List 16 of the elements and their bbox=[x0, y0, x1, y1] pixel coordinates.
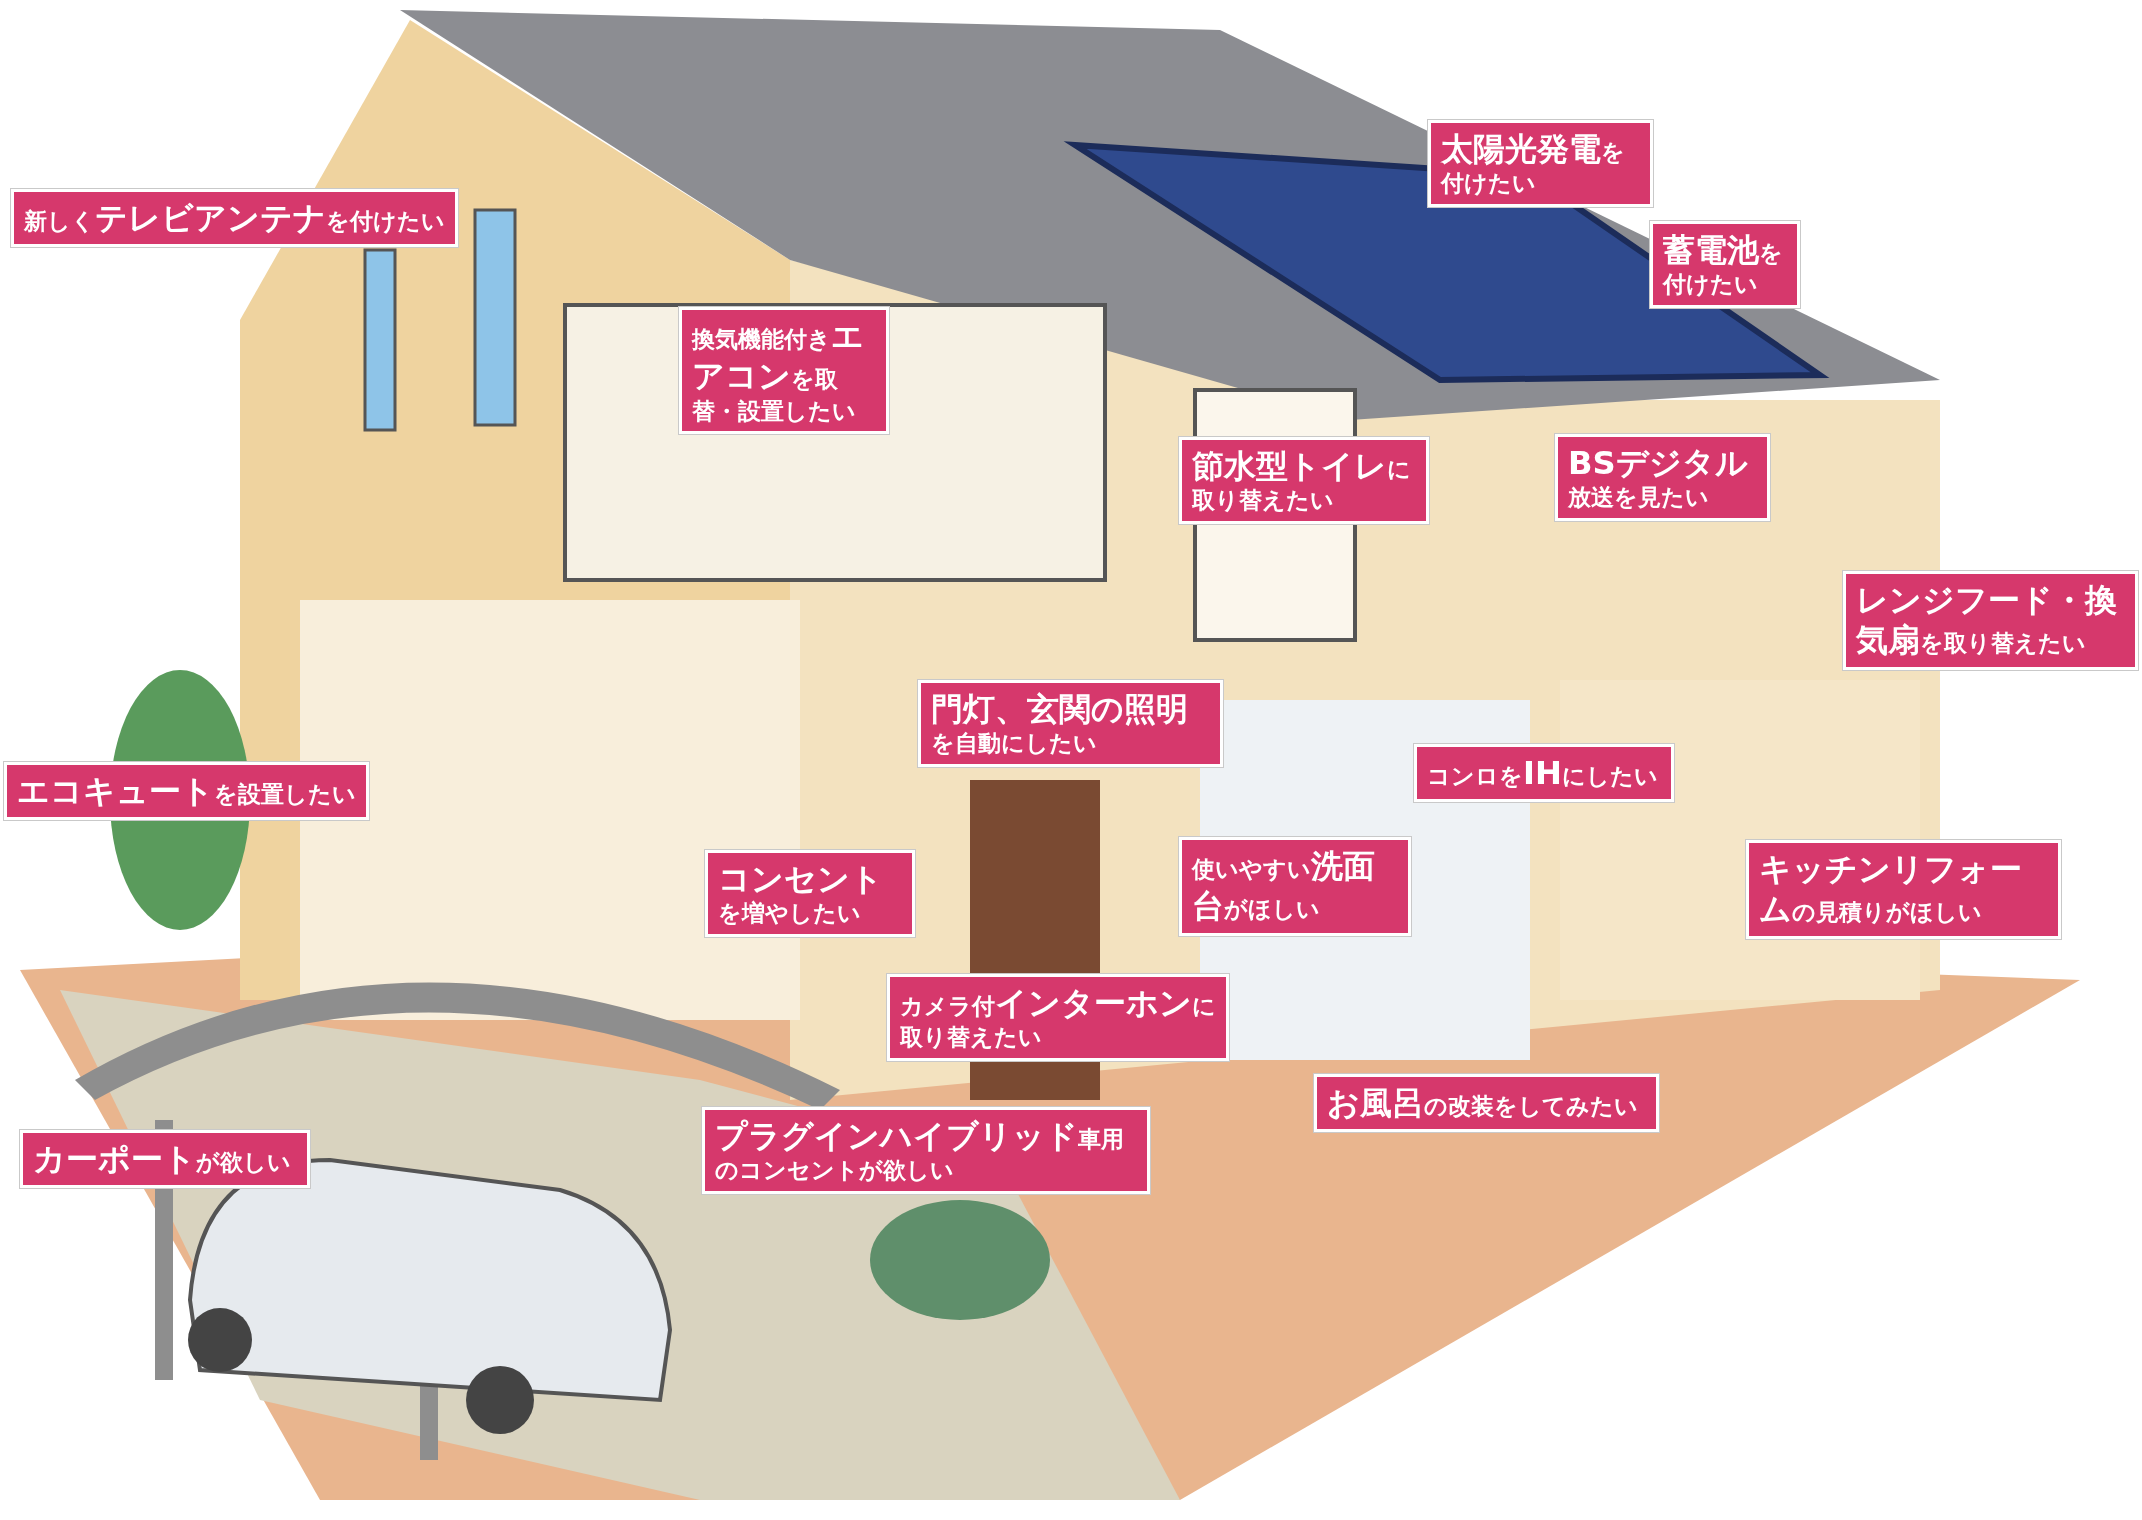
callout-label: 換気機能付きエアコンを取替・設置したい bbox=[679, 307, 889, 435]
callout-label: キッチンリフォームの見積りがほしい bbox=[1746, 840, 2061, 939]
callout-label: 節水型トイレに取り替えたい bbox=[1179, 437, 1429, 524]
callout-label: エコキュートを設置したい bbox=[4, 762, 369, 821]
callout-label: プラグインハイブリッド車用のコンセントが欲しい bbox=[702, 1107, 1150, 1194]
callout-label: 蓄電池を付けたい bbox=[1650, 221, 1800, 308]
callout-label: 使いやすい洗面台がほしい bbox=[1179, 837, 1411, 936]
callout-label: お風呂の改装をしてみたい bbox=[1314, 1074, 1659, 1133]
callout-label: 新しくテレビアンテナを付けたい bbox=[11, 189, 458, 248]
callout-label: レンジフード・換気扇を取り替えたい bbox=[1843, 571, 2138, 670]
callout-label: カーポートが欲しい bbox=[20, 1130, 310, 1189]
callout-label: コンセントを増やしたい bbox=[705, 850, 915, 937]
callout-label: 太陽光発電を付けたい bbox=[1428, 120, 1653, 207]
callout-label: カメラ付インターホンに取り替えたい bbox=[887, 974, 1229, 1061]
callout-label: BSデジタル放送を見たい bbox=[1555, 434, 1770, 521]
callout-label: 門灯、玄関の照明を自動にしたい bbox=[918, 680, 1223, 767]
